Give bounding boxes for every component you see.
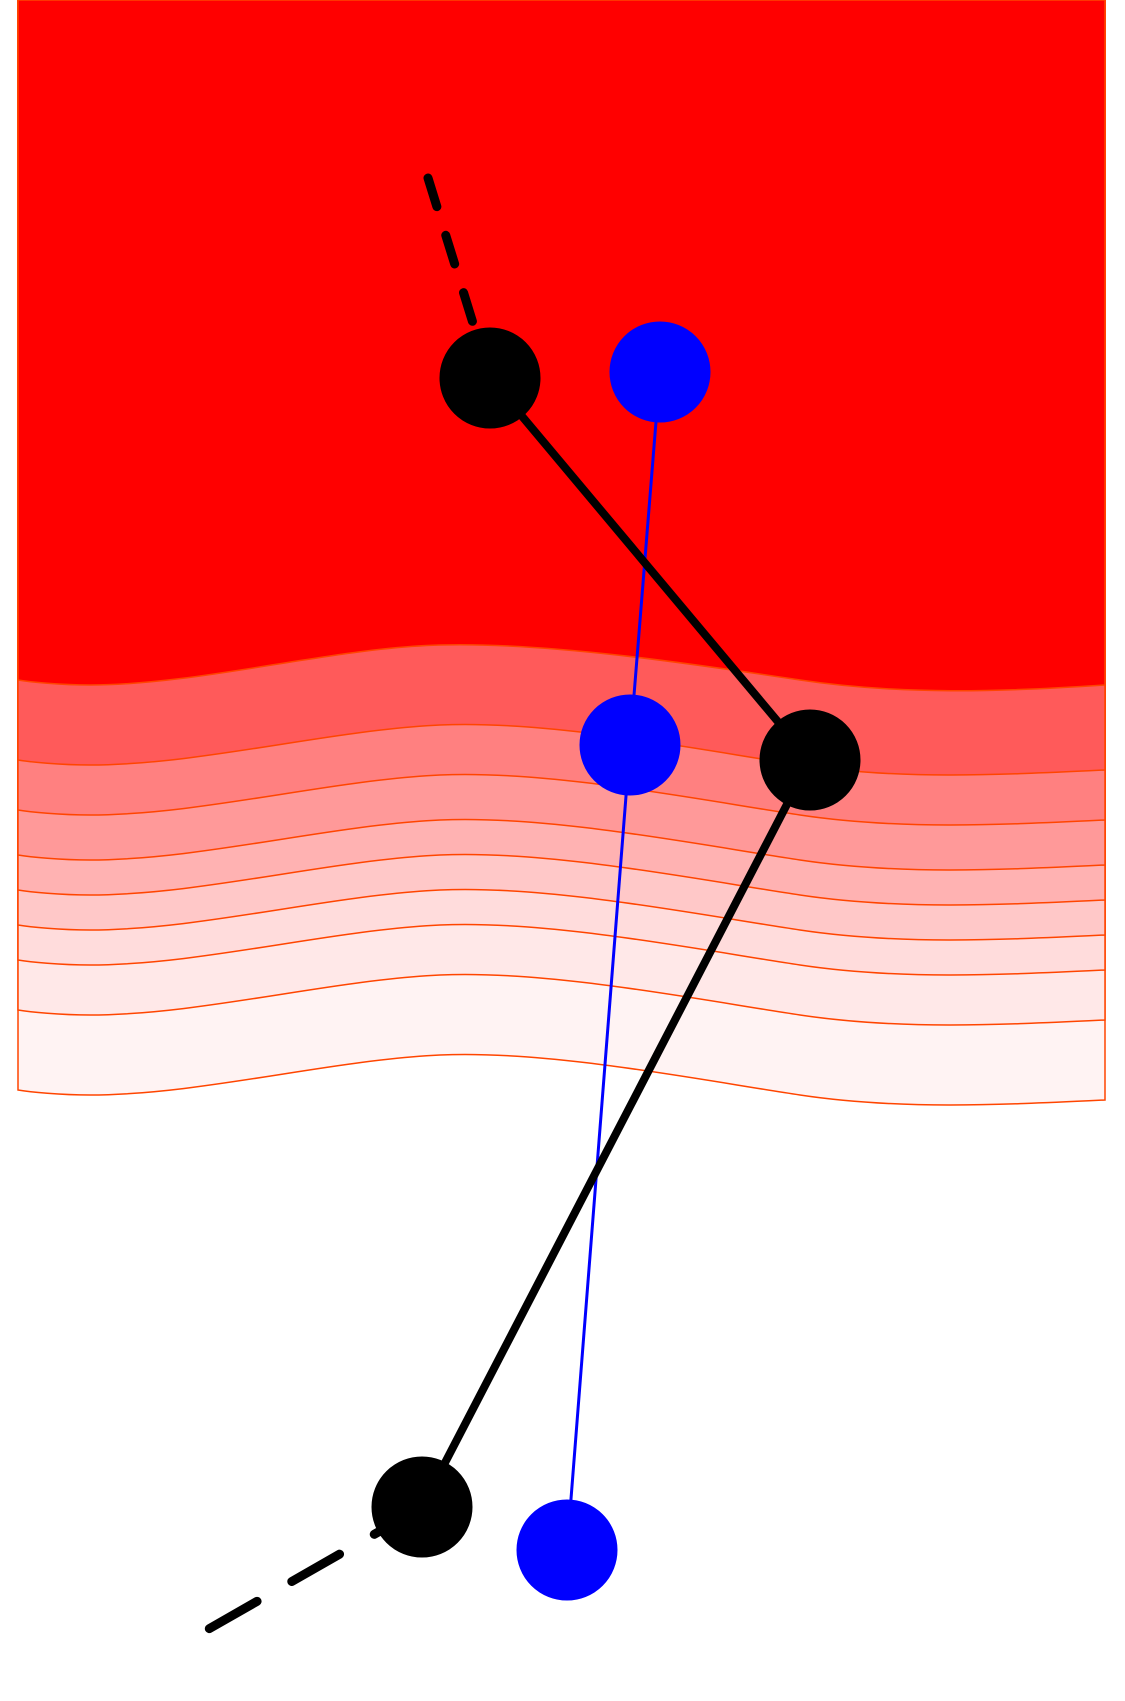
black-joint-lower[interactable] xyxy=(371,1456,473,1558)
black-chain xyxy=(181,173,861,1647)
blue-joint-upper[interactable] xyxy=(609,321,711,423)
contour-band-0 xyxy=(17,0,1106,692)
black-joint-upper[interactable] xyxy=(439,327,541,429)
blue-joint-lower[interactable] xyxy=(516,1499,618,1601)
blue-chain xyxy=(516,321,711,1601)
black-joint-middle[interactable] xyxy=(759,709,861,811)
blue-link-lower xyxy=(565,744,632,1551)
blue-joint-middle[interactable] xyxy=(579,694,681,796)
field-contours xyxy=(17,0,1106,1106)
black-link-lower xyxy=(418,758,814,1509)
black-link-upper xyxy=(486,375,814,763)
